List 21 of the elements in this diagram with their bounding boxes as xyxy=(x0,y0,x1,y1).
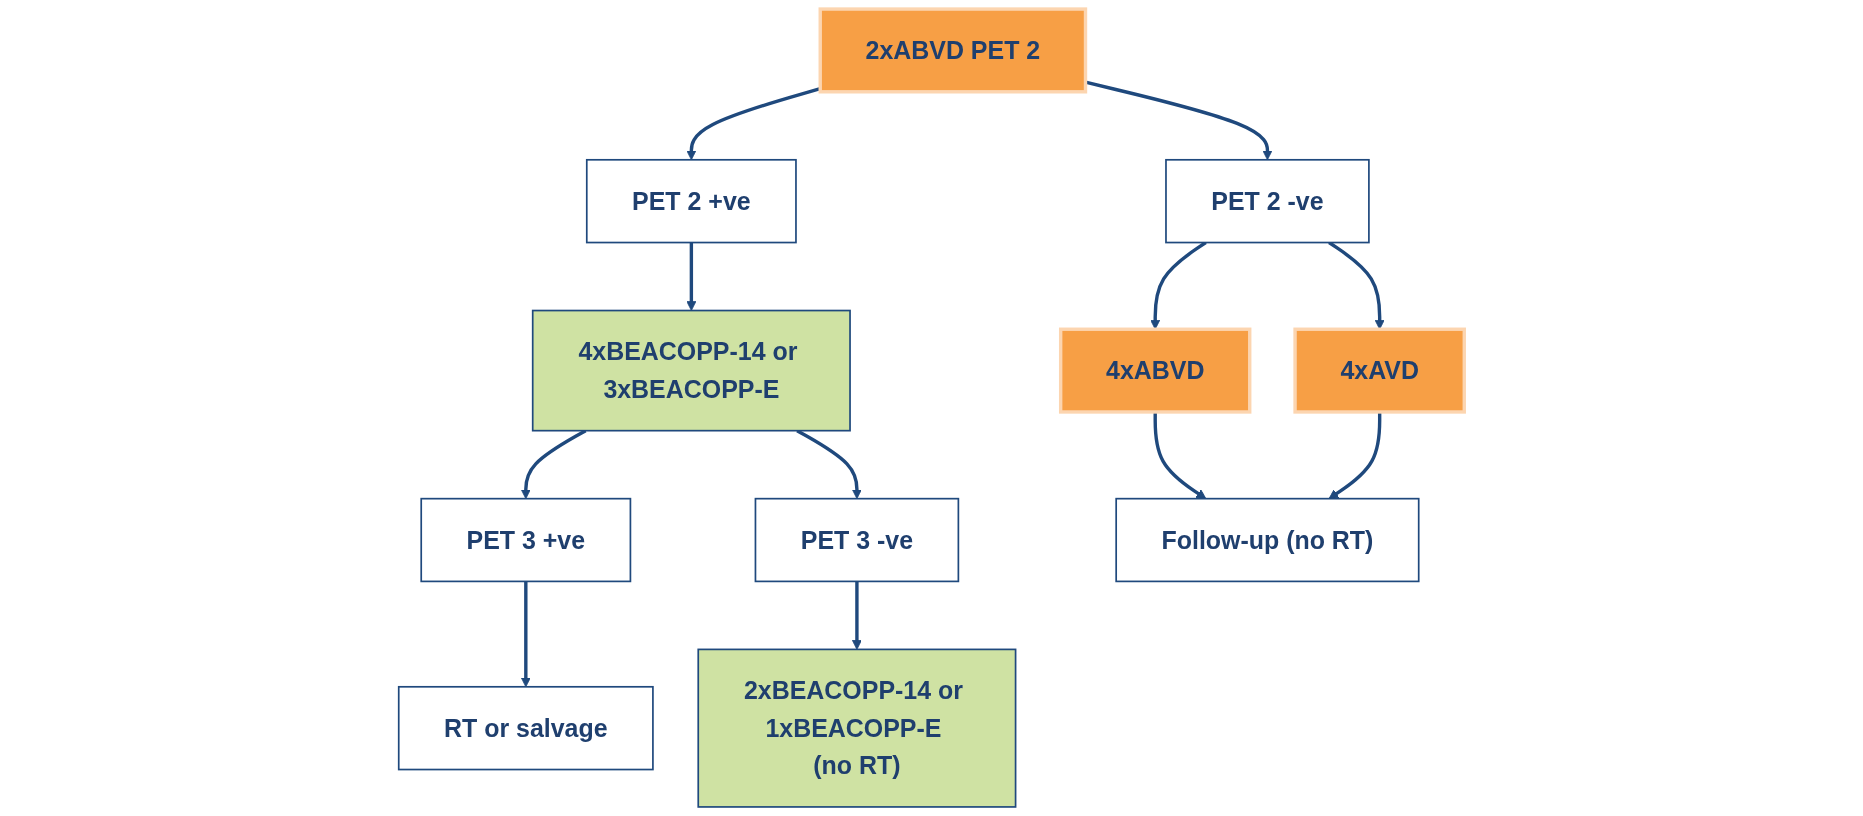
arrow xyxy=(851,581,862,650)
arrow xyxy=(520,429,587,500)
node-box: 4xAVD xyxy=(1293,327,1466,414)
node-box: 2xABVD PET 2 xyxy=(818,7,1088,94)
arrow xyxy=(1328,241,1385,330)
node-box: 2xBEACOPP-14 or 1xBEACOPP-E (no RT) xyxy=(697,648,1017,808)
arrow xyxy=(1150,241,1207,330)
node-box: PET 3 -ve xyxy=(754,497,960,583)
node-box: PET 2 -ve xyxy=(1165,158,1370,244)
node-box: Follow-up (no RT) xyxy=(1115,497,1420,583)
arrow xyxy=(520,581,531,688)
node-box: RT or salvage xyxy=(397,685,654,771)
arrow xyxy=(686,87,821,161)
node-box: 4xBEACOPP-14 or 3xBEACOPP-E xyxy=(531,309,851,432)
node-box: PET 3 +ve xyxy=(420,497,632,583)
arrow xyxy=(1328,411,1382,500)
node-box: 4xABVD xyxy=(1059,327,1252,414)
arrow xyxy=(1153,411,1207,500)
node-box: PET 2 +ve xyxy=(585,158,797,244)
arrow xyxy=(796,429,862,500)
arrow xyxy=(686,242,697,311)
